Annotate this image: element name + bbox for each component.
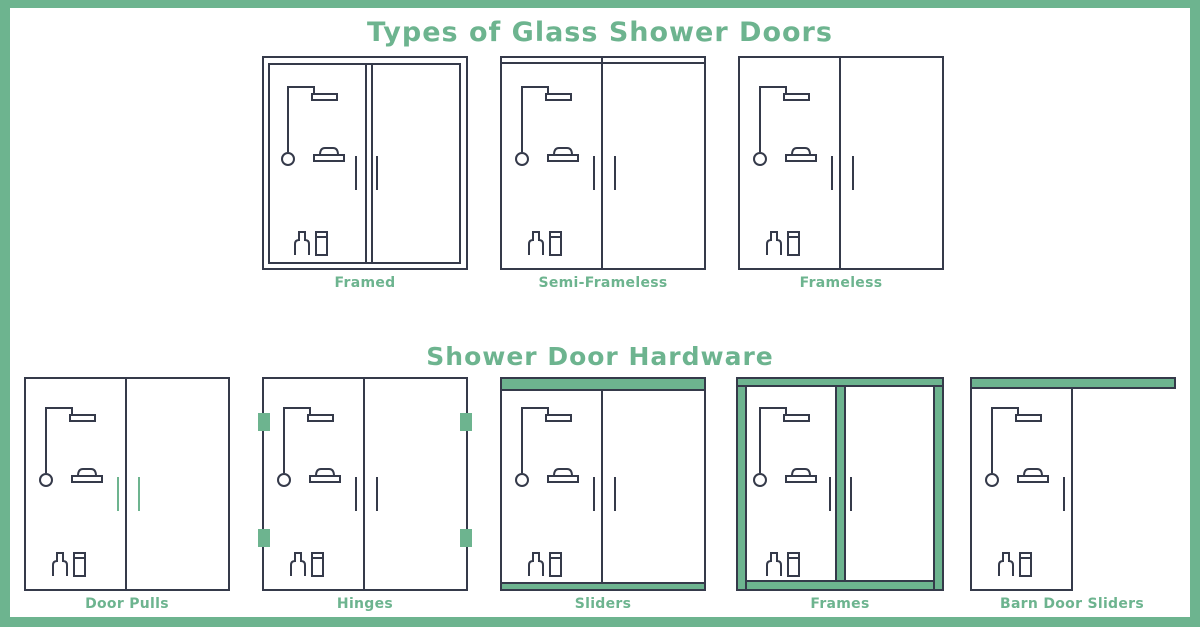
soap-bar-icon (553, 147, 573, 156)
soap-bar-icon (553, 468, 573, 477)
shampoo-bottle-icon (766, 552, 782, 576)
hinges-icon (258, 377, 472, 591)
shower-valve-icon (39, 473, 53, 487)
shower-head-icon (307, 414, 334, 422)
caption-frameless: Frameless (799, 275, 883, 291)
shower-pipe (521, 407, 549, 473)
soap-bar-icon (77, 468, 97, 477)
shower-valve-icon (753, 152, 767, 166)
top-slider-track (500, 377, 706, 391)
lotion-bottle-icon (787, 231, 800, 256)
caption-hinges: Hinges (336, 596, 394, 612)
shampoo-bottle-icon (52, 552, 68, 576)
soap-dish-icon (785, 475, 817, 483)
shower-pipe (759, 407, 787, 473)
frame-left (736, 385, 747, 591)
shower-valve-icon (281, 152, 295, 166)
barn-door-sliders-icon (970, 377, 1176, 591)
infographic-panel: Types of Glass Shower Doors Framed Semi-… (10, 8, 1190, 617)
shower-head-icon (69, 414, 96, 422)
shower-head-icon (545, 93, 572, 101)
caption-frames: Frames (810, 596, 870, 612)
shower-head-icon (311, 93, 338, 101)
frame-center-mullion (835, 385, 846, 582)
shower-head-icon (1015, 414, 1042, 422)
semi-frameless-shower-door-icon (500, 56, 706, 270)
shower-head-icon (783, 93, 810, 101)
soap-dish-icon (547, 154, 579, 162)
sliders-icon (500, 377, 706, 591)
frames-icon (736, 377, 944, 591)
frame-right (933, 385, 944, 591)
caption-barn-door-sliders: Barn Door Sliders (999, 596, 1145, 612)
soap-dish-icon (1017, 475, 1049, 483)
outer-frame (262, 56, 468, 270)
shampoo-bottle-icon (528, 552, 544, 576)
soap-bar-icon (319, 147, 339, 156)
caption-sliders: Sliders (574, 596, 632, 612)
lotion-bottle-icon (787, 552, 800, 577)
shower-pipe (759, 86, 787, 152)
barn-slider-rail (970, 377, 1176, 389)
framed-shower-door-icon (262, 56, 468, 270)
shower-valve-icon (277, 473, 291, 487)
soap-bar-icon (315, 468, 335, 477)
soap-dish-icon (309, 475, 341, 483)
hinge-icon-2 (258, 529, 270, 547)
caption-door-pulls: Door Pulls (85, 596, 169, 612)
soap-dish-icon (313, 154, 345, 162)
shampoo-bottle-icon (290, 552, 306, 576)
inner-frame (268, 63, 461, 264)
shampoo-bottle-icon (766, 231, 782, 255)
frame-bottom (745, 580, 935, 591)
lotion-bottle-icon (549, 552, 562, 577)
hinge-icon-3 (460, 413, 472, 431)
shower-valve-icon (753, 473, 767, 487)
soap-dish-icon (71, 475, 103, 483)
caption-framed: Framed (334, 275, 396, 291)
soap-bar-icon (791, 147, 811, 156)
shower-head-icon (783, 414, 810, 422)
lotion-bottle-icon (311, 552, 324, 577)
shower-pipe (283, 407, 311, 473)
hinge-icon-4 (460, 529, 472, 547)
lotion-bottle-icon (315, 231, 328, 256)
soap-dish-icon (547, 475, 579, 483)
shower-valve-icon (985, 473, 999, 487)
frameless-shower-door-icon (738, 56, 944, 270)
shampoo-bottle-icon (998, 552, 1014, 576)
hinge-icon-1 (258, 413, 270, 431)
shower-valve-icon (515, 152, 529, 166)
door-pulls-icon (24, 377, 230, 591)
shower-pipe (287, 86, 315, 152)
shower-pipe (521, 86, 549, 152)
soap-bar-icon (1023, 468, 1043, 477)
shower-pipe (991, 407, 1019, 473)
lotion-bottle-icon (73, 552, 86, 577)
shower-pipe (45, 407, 73, 473)
shower-valve-icon (515, 473, 529, 487)
lotion-bottle-icon (549, 231, 562, 256)
caption-semi-frameless: Semi-Frameless (538, 275, 668, 291)
shampoo-bottle-icon (528, 231, 544, 255)
frame-top (736, 377, 944, 387)
page-title: Types of Glass Shower Doors (367, 17, 833, 48)
shampoo-bottle-icon (294, 231, 310, 255)
bottom-slider-track (500, 582, 706, 591)
section-title: Shower Door Hardware (426, 342, 774, 371)
soap-dish-icon (785, 154, 817, 162)
soap-bar-icon (791, 468, 811, 477)
shower-head-icon (545, 414, 572, 422)
lotion-bottle-icon (1019, 552, 1032, 577)
